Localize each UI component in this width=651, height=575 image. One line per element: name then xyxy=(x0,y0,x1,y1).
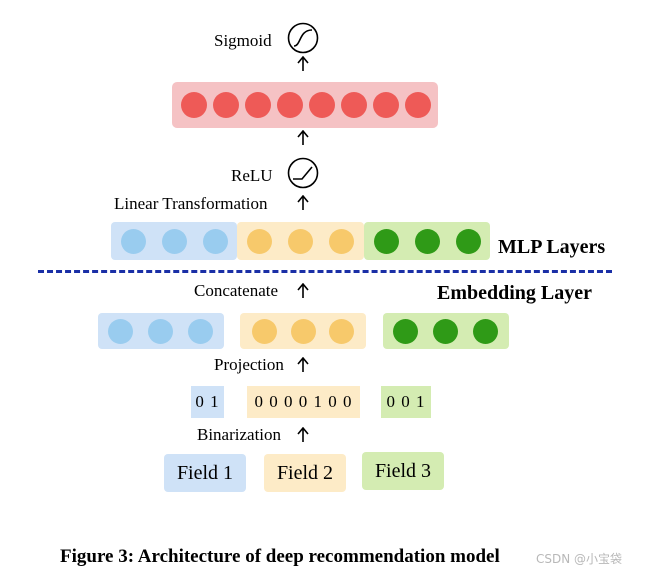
binarization-label: Binarization xyxy=(197,425,282,444)
mlp-layers-label: MLP Layers xyxy=(498,236,606,258)
neuron xyxy=(213,92,239,118)
up-arrow-icon xyxy=(297,195,309,210)
neuron xyxy=(374,229,399,254)
neuron xyxy=(373,92,399,118)
embedding-layer-label: Embedding Layer xyxy=(437,282,593,304)
neuron xyxy=(203,229,228,254)
neuron xyxy=(309,92,335,118)
neuron xyxy=(393,319,418,344)
up-arrow-icon xyxy=(297,427,309,442)
up-arrow-icon xyxy=(297,130,309,145)
neuron xyxy=(162,229,187,254)
relu-label: ReLU xyxy=(231,166,273,185)
neuron xyxy=(252,319,277,344)
binary-vector-field2: 0 0 0 0 1 0 0 xyxy=(247,386,360,418)
neuron xyxy=(277,92,303,118)
sigmoid-icon xyxy=(287,22,319,54)
up-arrow-icon xyxy=(297,283,309,298)
concatenate-label: Concatenate xyxy=(194,281,279,300)
embedding-yellow-group xyxy=(240,313,366,349)
sigmoid-label: Sigmoid xyxy=(214,31,272,50)
mlp-blue-group xyxy=(111,222,237,260)
embedding-blue-group xyxy=(98,313,224,349)
neuron xyxy=(433,319,458,344)
up-arrow-icon xyxy=(297,357,309,372)
mlp-yellow-group xyxy=(237,222,364,260)
field-2: Field 2 xyxy=(264,454,346,492)
field-1: Field 1 xyxy=(164,454,246,492)
neuron xyxy=(405,92,431,118)
figure-caption: Figure 3: Architecture of deep recommend… xyxy=(60,546,500,567)
watermark: CSDN @小宝袋 xyxy=(536,552,623,566)
mlp-green-group xyxy=(364,222,490,260)
output-layer xyxy=(172,82,438,128)
neuron xyxy=(288,229,313,254)
neuron xyxy=(188,319,213,344)
neuron xyxy=(181,92,207,118)
linear-transformation-label: Linear Transformation xyxy=(114,194,268,213)
embedding-green-group xyxy=(383,313,509,349)
field-3: Field 3 xyxy=(362,452,444,490)
neuron xyxy=(329,319,354,344)
section-divider xyxy=(38,270,612,273)
neuron xyxy=(329,229,354,254)
neuron xyxy=(456,229,481,254)
neuron xyxy=(148,319,173,344)
neuron xyxy=(247,229,272,254)
neuron xyxy=(121,229,146,254)
relu-icon xyxy=(287,157,319,189)
neuron xyxy=(341,92,367,118)
neuron xyxy=(473,319,498,344)
binary-vector-field3: 0 0 1 xyxy=(381,386,431,418)
up-arrow-icon xyxy=(297,56,309,71)
neuron xyxy=(415,229,440,254)
neuron xyxy=(291,319,316,344)
neuron xyxy=(245,92,271,118)
binary-vector-field1: 0 1 xyxy=(191,386,224,418)
projection-label: Projection xyxy=(214,355,284,374)
neuron xyxy=(108,319,133,344)
